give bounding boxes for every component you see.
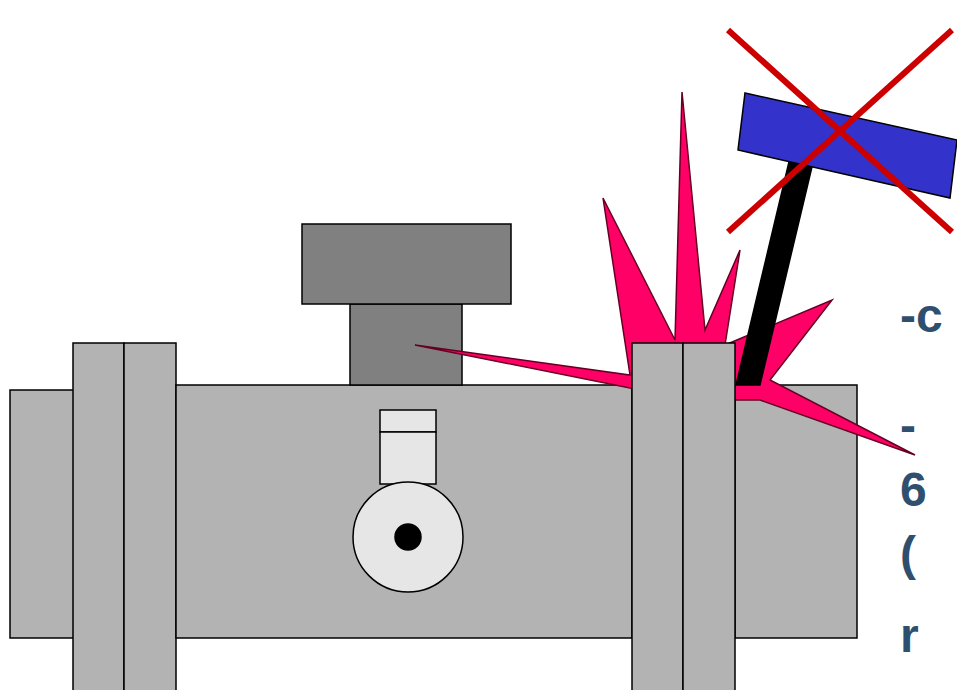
cut-off-text: - xyxy=(900,402,916,450)
bonnet-stem xyxy=(350,304,462,385)
flange xyxy=(683,343,735,690)
flange xyxy=(124,343,176,690)
valve-body xyxy=(176,385,632,638)
cross-mark xyxy=(728,30,952,232)
cut-off-text: 6 xyxy=(900,466,927,514)
gauge-dot xyxy=(395,524,421,550)
cut-off-text: r xyxy=(900,612,919,660)
bonnet-cap xyxy=(302,224,511,304)
gauge-neck xyxy=(380,432,436,484)
cut-off-text: ( xyxy=(900,530,916,578)
flange xyxy=(73,343,124,690)
hammer-head xyxy=(738,93,957,198)
gauge-dial xyxy=(353,482,463,592)
cross-mark xyxy=(728,30,952,232)
hammer-handle xyxy=(736,145,816,385)
flange xyxy=(632,343,683,690)
pipe-end xyxy=(10,390,76,638)
gauge-neck xyxy=(380,410,436,432)
cut-off-text: -c xyxy=(900,292,943,340)
